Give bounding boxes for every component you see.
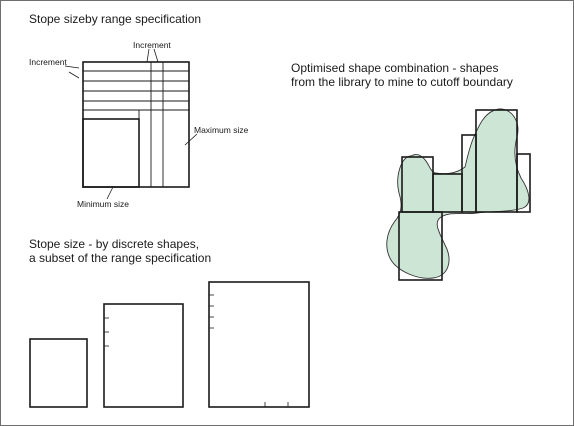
- ore-body: [386, 108, 530, 279]
- discrete-title-line2: a subset of the range specification: [29, 251, 211, 265]
- increment-top-label: Increment: [133, 40, 171, 50]
- callout-lines: [64, 48, 198, 200]
- medium-shape-ticks: [104, 317, 109, 347]
- increment-left-label: Increment: [29, 57, 67, 67]
- discrete-shape-small: [29, 338, 88, 408]
- discrete-title-line1: Stope size - by discrete shapes,: [29, 237, 199, 251]
- discrete-shape-medium: [103, 303, 184, 408]
- minimum-size-label: Minimum size: [77, 199, 129, 209]
- discrete-shapes: [29, 281, 310, 408]
- optimised-title-line2: from the library to mine to cutoff bound…: [291, 75, 513, 89]
- range-spec-title: Stope sizeby range specification: [29, 12, 201, 26]
- increment-grid: [83, 62, 189, 187]
- maximum-size-label: Maximum size: [194, 125, 249, 135]
- optimised-title-line1: Optimised shape combination - shapes: [291, 61, 498, 75]
- range-spec-diagram: [64, 48, 198, 200]
- optimised-shape-5: [516, 153, 531, 213]
- discrete-shape-large: [208, 281, 310, 408]
- minimum-size-box: [82, 118, 140, 188]
- large-shape-ticks: [209, 294, 289, 407]
- optimised-combination: [386, 108, 531, 281]
- optimised-shapes: [398, 109, 531, 281]
- optimised-shape-6: [398, 211, 443, 281]
